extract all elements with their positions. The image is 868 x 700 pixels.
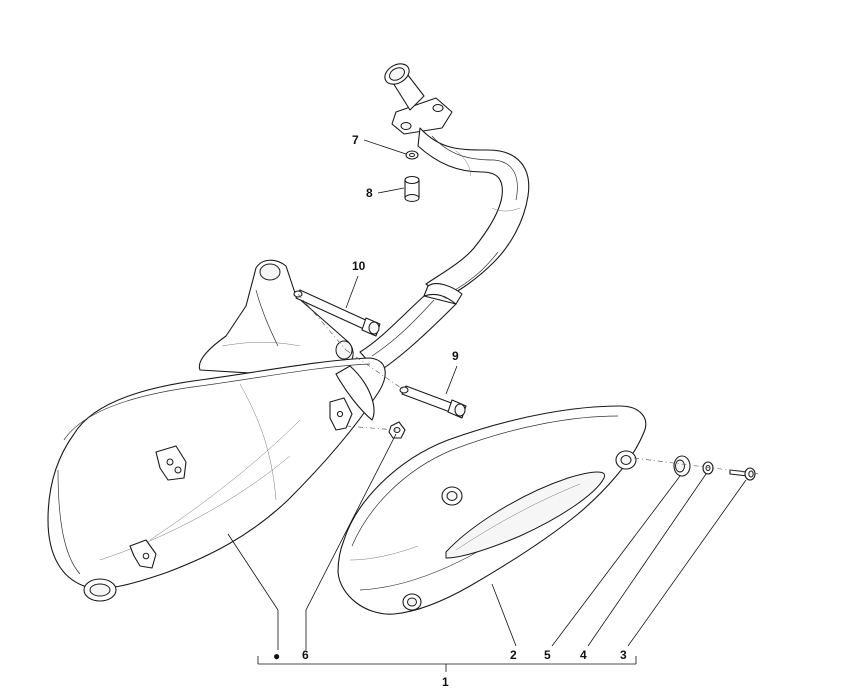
callout-5: 5 [544,648,551,662]
leader-lines [227,139,747,672]
callout-4: 4 [580,648,587,662]
callout-9: 9 [452,349,459,363]
heat-shield [337,405,647,615]
muffler-body [47,357,386,602]
screw-part [729,467,756,481]
nut-part [388,421,406,439]
grommet-part [673,455,691,477]
callout-labels: 7 8 10 9 ● 6 2 5 4 3 1 [273,133,627,689]
callout-8: 8 [366,186,373,200]
callout-7: 7 [352,133,359,147]
long-bolt-part [293,289,381,337]
callout-6: 6 [302,648,309,662]
stud-washer-part [405,150,419,160]
mounting-bracket [198,259,354,377]
exhaust-header-pipe [359,63,530,373]
callout-2: 2 [510,648,517,662]
assembly-axis-lines [297,293,761,475]
washer-part [702,461,714,475]
callout-10: 10 [352,259,366,273]
spacer-part [404,175,420,202]
callout-3: 3 [620,648,627,662]
short-bolt-part [399,385,467,419]
assembly-marker: ● [273,649,280,663]
callout-1: 1 [442,675,449,689]
